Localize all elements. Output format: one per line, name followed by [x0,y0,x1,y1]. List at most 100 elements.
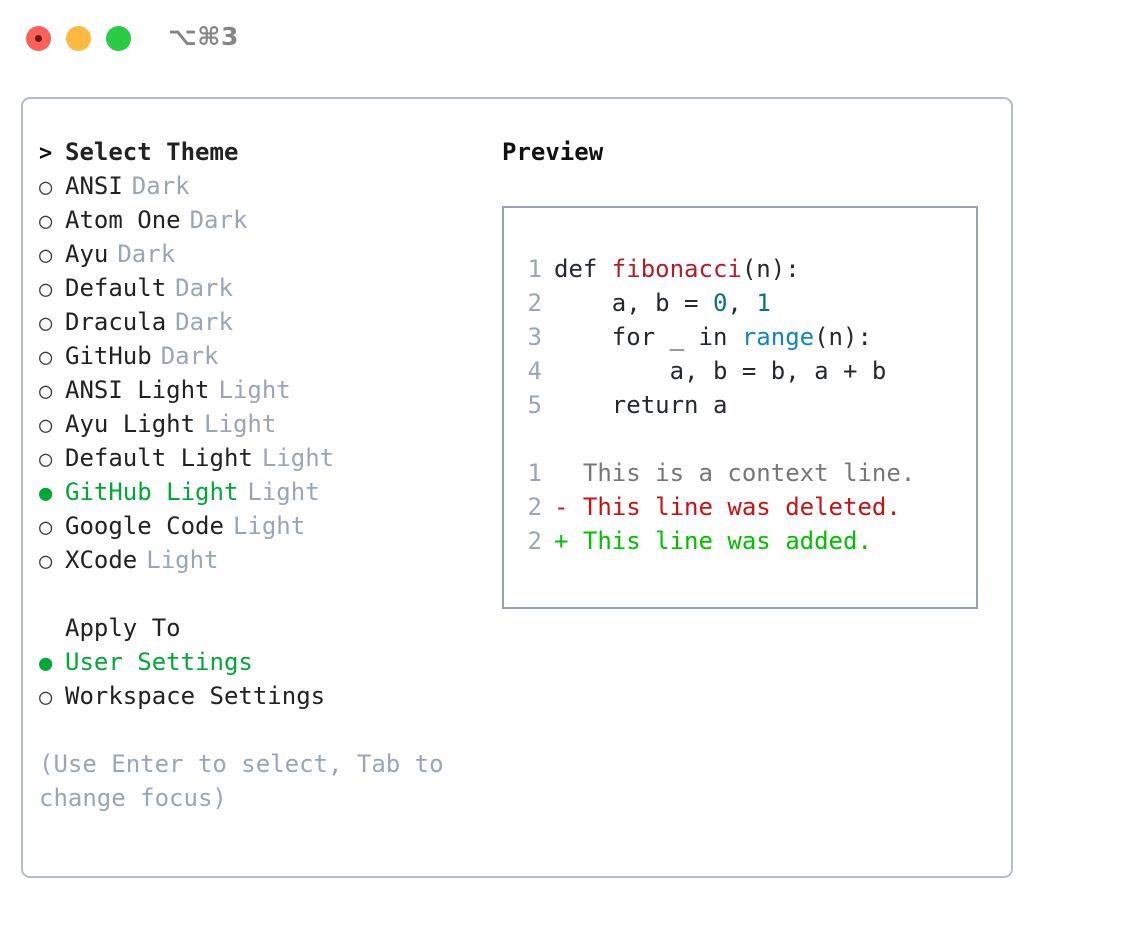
theme-category-tag: Light [261,444,335,472]
theme-list-item[interactable]: ○ Ayu Dark [39,237,489,271]
radio-unselected-icon[interactable]: ○ [39,175,53,200]
code-token-plain: a, b = b, a + b [669,357,887,385]
maximize-window-button[interactable] [106,26,131,51]
theme-category-tag: Light [204,410,277,438]
diff-sign: + [554,527,569,555]
theme-name-label: ANSI [65,172,123,200]
radio-selected-icon[interactable]: ● [39,481,53,506]
code-token-plain: def [554,255,612,283]
code-token-num: 1 [756,289,771,317]
radio-unselected-icon[interactable]: ○ [39,277,53,302]
theme-category-tag: Dark [117,240,176,268]
diff-line-add: 2+ This line was added. [504,524,976,558]
code-line: 2 a, b = 0, 1 [504,286,976,320]
theme-name-label: Default Light [65,444,253,472]
apply-to-list: ● User Settings ○Workspace Settings [39,645,489,713]
radio-unselected-icon[interactable]: ○ [39,243,53,268]
diff-sign: - [554,493,569,521]
radio-unselected-icon[interactable]: ○ [39,379,53,404]
diff-line-del: 2- This line was deleted. [504,490,976,524]
theme-list-item[interactable]: ○ Default Light Light [39,441,489,475]
caret-icon: > [39,141,53,166]
apply-to-header-label: Apply To [65,614,181,642]
diff-line-number: 2 [527,493,542,521]
apply-to-label: User Settings [65,648,253,676]
theme-list-item[interactable]: ○ Google Code Light [39,509,489,543]
code-line: 5 return a [504,388,976,422]
radio-unselected-icon[interactable]: ○ [39,345,53,370]
code-diff-separator [504,422,976,456]
code-line-number: 2 [527,289,542,317]
theme-list-item[interactable]: ○ Ayu Light Light [39,407,489,441]
code-line-number: 4 [527,357,542,385]
radio-selected-icon[interactable]: ● [39,651,53,676]
radio-unselected-icon[interactable]: ○ [39,209,53,234]
preview-title: Preview [502,138,604,166]
theme-list-item[interactable]: ○ ANSI Dark [39,169,489,203]
code-token-plain: for _ in [611,323,742,351]
theme-list-item[interactable]: ○ ANSI Light Light [39,373,489,407]
theme-category-tag: Light [218,376,291,404]
code-line-number: 5 [527,391,542,419]
code-token-plain: (n): [741,255,800,283]
theme-name-label: Default [65,274,167,302]
radio-unselected-icon[interactable]: ○ [39,311,53,336]
apply-to-header: ○Apply To [39,611,489,645]
radio-unselected-icon[interactable]: ○ [39,413,53,438]
diff-text: This line was deleted. [582,493,901,521]
minimize-window-button[interactable] [66,26,91,51]
theme-list-item[interactable]: ○ Default Dark [39,271,489,305]
select-theme-header: > Select Theme [39,135,489,169]
keyboard-hint-text: (Use Enter to select, Tab to change focu… [39,750,444,812]
diff-sample-block: 1 This is a context line. 2- This line wa… [504,456,976,558]
close-window-button[interactable] [26,26,51,51]
window-title: ⌥⌘3 [168,22,239,51]
select-theme-header-label: Select Theme [65,138,239,166]
code-token-plain: (n): [814,323,872,351]
blank-marker-icon: ○ [39,613,65,647]
theme-list-item[interactable]: ○ XCode Light [39,543,489,577]
radio-unselected-icon[interactable]: ○ [39,685,53,710]
theme-name-label: Dracula [65,308,167,336]
code-token-num: 0 [712,289,728,317]
code-token-fn: fibonacci [611,255,742,283]
radio-unselected-icon[interactable]: ○ [39,515,53,540]
theme-category-tag: Light [232,512,306,540]
theme-category-tag: Light [146,546,219,574]
radio-unselected-icon[interactable]: ○ [39,549,53,574]
diff-line-number: 2 [527,527,542,555]
theme-name-label: XCode [65,546,138,574]
section-spacer [39,577,489,611]
code-line-number: 3 [527,323,542,351]
apply-to-item[interactable]: ● User Settings [39,645,489,679]
theme-name-label: GitHub [65,342,152,370]
theme-category-tag: Dark [189,206,248,234]
theme-name-label: Google Code [65,512,224,540]
theme-category-tag: Dark [175,274,233,302]
radio-unselected-icon[interactable]: ○ [39,447,53,472]
code-line: 4 a, b = b, a + b [504,354,976,388]
apply-to-item[interactable]: ○Workspace Settings [39,679,489,713]
code-token-bi: range [741,323,815,351]
hint-spacer [39,713,489,747]
theme-name-label: Ayu Light [65,410,196,438]
diff-line-number: 1 [527,459,542,487]
code-token-plain: a, b = [611,289,713,317]
theme-name-label: Ayu [65,240,109,268]
code-token-plain: return a [611,391,728,419]
theme-category-tag: Dark [131,172,190,200]
theme-category-tag: Light [247,478,320,506]
theme-name-label: ANSI Light [65,376,210,404]
title-bar: ⌥⌘3 [0,0,1140,78]
diff-text: This is a context line. [582,459,916,487]
